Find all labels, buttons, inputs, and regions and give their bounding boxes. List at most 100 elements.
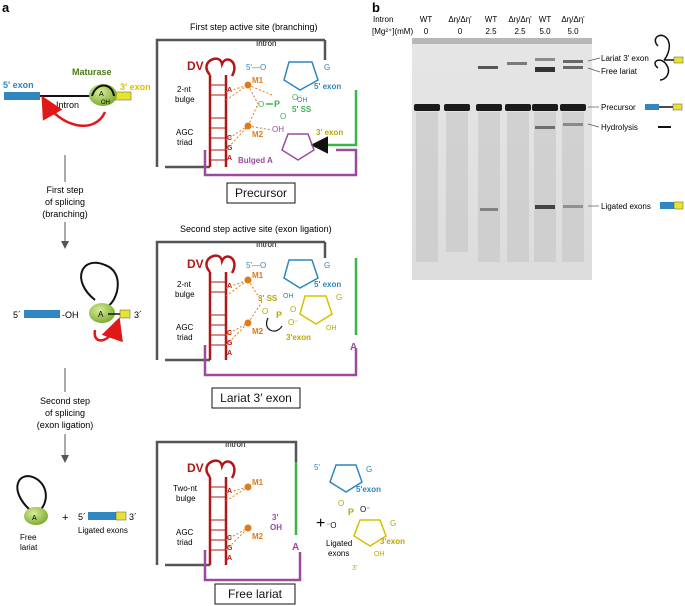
schematic-precursor: 5' exon 3' exon Intron Maturase A OH [3, 67, 151, 128]
mid-3: 3´ [134, 310, 142, 320]
s2-intron: Intron [256, 240, 276, 249]
svg-text:C: C [227, 535, 232, 542]
exon5-bar [4, 92, 40, 100]
mid-a: A [98, 310, 104, 319]
svg-text:A: A [227, 283, 232, 290]
s2-agc-1: AGC [176, 323, 194, 332]
s1-phosphate: O P O⁻ O [258, 93, 302, 121]
schematic-products: A Free lariat + 5´ 3´ Ligated exons [16, 475, 137, 552]
svg-text:A: A [227, 555, 232, 562]
s1-box-label: Precursor [235, 186, 287, 200]
lig-exon5-bar [88, 512, 116, 520]
s2-agc-2: triad [177, 333, 193, 342]
s2-m1: M1 [252, 271, 264, 280]
structure-precursor: First step active site (branching) Intro… [155, 22, 358, 204]
svg-text:P: P [274, 99, 280, 109]
free-lariat-label-2: lariat [20, 543, 38, 552]
s3-intron: Intron [225, 440, 245, 449]
s2-sugar-5exon [283, 259, 319, 289]
svg-text:P: P [348, 507, 354, 517]
exon5-label: 5' exon [3, 80, 34, 90]
lane-3-mg: 2.5 [485, 27, 497, 36]
s2-5exon: 5' exon [314, 280, 341, 289]
svg-text:of splicing: of splicing [45, 408, 85, 418]
svg-text:A: A [227, 488, 232, 495]
s3-ligated-1: Ligated [326, 539, 352, 548]
s1-agc-1: AGC [176, 128, 194, 137]
s2-ss: 3' SS [258, 294, 278, 303]
s3-intron-loop [155, 440, 298, 565]
s3-bulge-1: Two-nt [173, 484, 198, 493]
svg-text:G: G [227, 340, 233, 347]
svg-text:A: A [227, 155, 232, 162]
gel-lane-labels: WT 0 Δη/Δη' 0 WT 2.5 Δη/Δη' 2.5 WT 5.0 Δ… [420, 15, 585, 36]
s2-g: G [324, 261, 330, 270]
s2-bulge-1: 2-nt [177, 280, 192, 289]
svg-text:3': 3' [352, 565, 357, 572]
s2-sugar-3exon [299, 295, 333, 325]
free-lariat-label-1: Free [20, 533, 37, 542]
s1-intron: Intron [256, 39, 276, 48]
svg-text:OH: OH [297, 97, 308, 104]
svg-text:O: O [290, 305, 296, 314]
s1-m1: M1 [252, 76, 264, 85]
s1-bulge-1: 2-nt [177, 85, 192, 94]
svg-text:O: O [262, 307, 268, 316]
svg-text:P: P [276, 310, 282, 320]
lane-3-label: WT [485, 15, 498, 24]
svg-text:5': 5' [314, 463, 320, 472]
s2-5p: 5'—O [246, 261, 266, 270]
svg-text:C: C [227, 330, 232, 337]
s1-dv: DV [187, 59, 204, 73]
mid-exon3-bar [119, 309, 131, 319]
s3-g-3: G [390, 519, 396, 528]
s1-dv-stem [205, 57, 236, 167]
s2-dv-rungs [210, 281, 226, 346]
s1-sugar-5exon [283, 61, 319, 91]
lane-2-mg: 0 [458, 27, 463, 36]
s2-header: Second step active site (exon ligation) [180, 224, 332, 234]
s1-agc-2: triad [177, 138, 193, 147]
s1-sugar-bulged [281, 133, 315, 161]
s1-5exon: 5' exon [314, 82, 341, 91]
svg-text:Second step: Second step [40, 396, 90, 406]
lane-4-label: Δη/Δη' [508, 15, 532, 24]
s2-g-3exon: G [336, 293, 342, 302]
s1-5p: 5'—O [246, 63, 266, 72]
svg-text:OH: OH [283, 293, 294, 300]
s1-dv-rungs [210, 84, 226, 161]
svg-text:G: G [227, 545, 233, 552]
gel-band-labels: Lariat 3' exon Free lariat Precursor Hyd… [587, 54, 651, 211]
panel-label-b: b [372, 0, 380, 15]
s2-dv: DV [187, 257, 204, 271]
svg-text:A: A [227, 350, 232, 357]
svg-text:(exon ligation): (exon ligation) [37, 420, 94, 430]
s1-bulge-2: bulge [175, 95, 195, 104]
lane-6-mg: 5.0 [567, 27, 579, 36]
s1-ss: 5' SS [292, 105, 312, 114]
s3-purple-loop [203, 550, 302, 582]
s3-phosphate: O P O⁻ ⁻O [326, 499, 370, 530]
svg-text:O⁻: O⁻ [288, 318, 298, 327]
svg-text:⁻O: ⁻O [326, 521, 336, 530]
s3-agc-1: AGC [176, 528, 194, 537]
lane-4-mg: 2.5 [514, 27, 526, 36]
panel-label-a: a [2, 0, 10, 15]
s1-intron-loop [155, 38, 325, 167]
mid-red-arrow [93, 317, 123, 343]
svg-text:A: A [227, 87, 232, 94]
svg-text:OH: OH [374, 551, 385, 558]
s2-purple-loop [203, 345, 358, 377]
structure-free-lariat: Intron DV Two-nt bulge AGC triad A C G A… [155, 440, 405, 605]
svg-text:First step: First step [46, 185, 83, 195]
s1-box [226, 182, 296, 204]
s2-a: A [350, 342, 357, 353]
lig-3: 3´ [129, 512, 137, 522]
s1-purple-loop [203, 148, 358, 177]
svg-text:of splicing: of splicing [45, 197, 85, 207]
s3-box-label: Free lariat [228, 587, 283, 601]
s1-metal-contacts [225, 84, 273, 151]
s2-3exon: 3'exon [286, 333, 311, 342]
ligated-exons-label: Ligated exons [78, 526, 128, 535]
